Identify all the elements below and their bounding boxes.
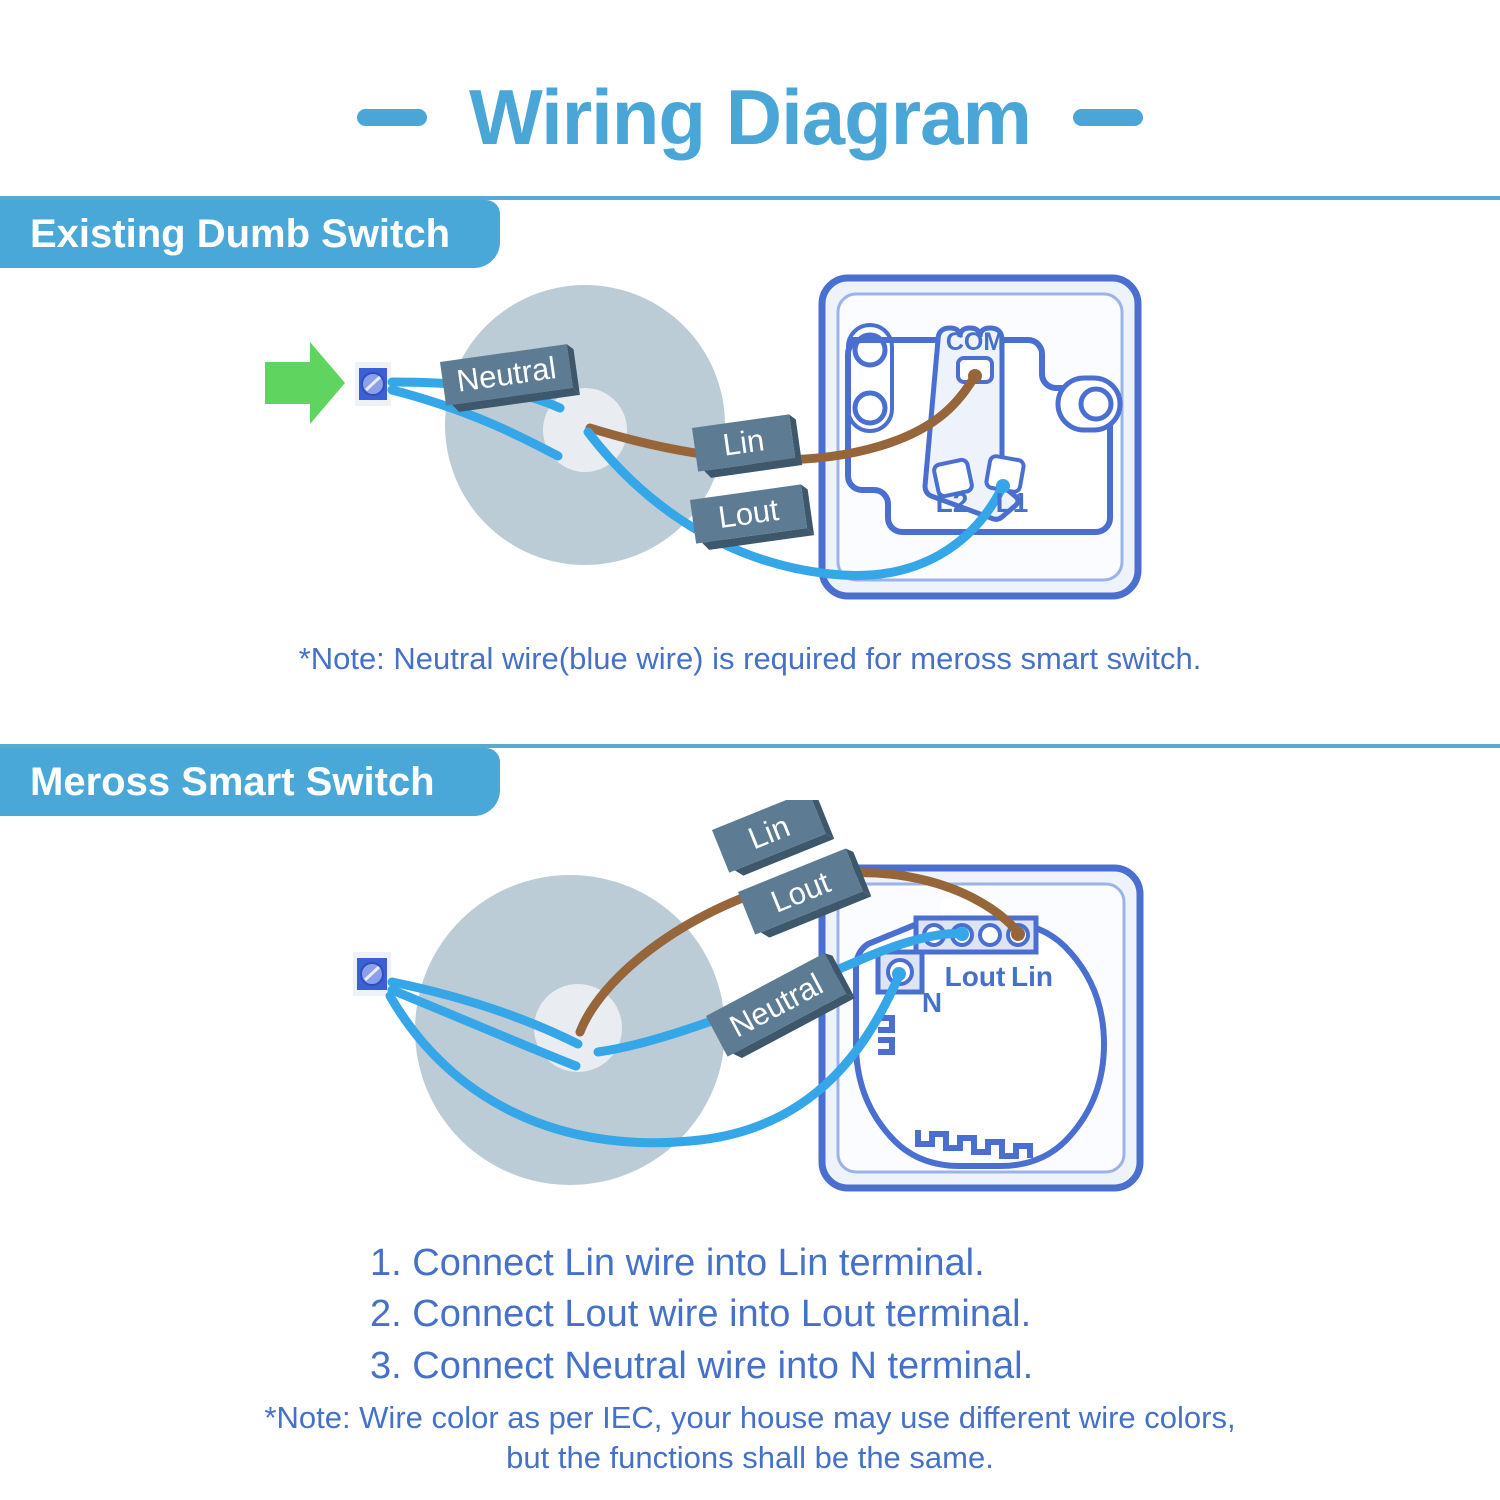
wire-neutral-stub-a — [387, 977, 583, 1049]
wire-end-com — [968, 369, 982, 383]
step-item-2: 2. Connect Lout wire into Lout terminal. — [370, 1293, 1032, 1336]
wire-connector-terminal — [355, 362, 391, 406]
section-divider-1 — [0, 196, 1500, 200]
section-banner-existing-dumb-switch: Existing Dumb Switch — [0, 200, 500, 268]
wire-end-lout — [955, 927, 969, 941]
wire-tag-lin-2: Lin — [712, 800, 835, 876]
step-item-1: 1. Connect Lin wire into Lin terminal. — [370, 1242, 985, 1284]
terminal-label-lout-2: Lout — [945, 961, 1006, 992]
wire-neutral-stub-b — [387, 985, 581, 1071]
wire-end-n — [892, 967, 906, 981]
diagram-meross-smart-switch: Lout Lin N Lin Lout Neutral — [0, 800, 1500, 1230]
wire-lout-blue — [583, 427, 1008, 580]
section-divider-2 — [0, 744, 1500, 748]
wire-lin-brown — [585, 371, 980, 465]
section-banner-label-1: Existing Dumb Switch — [30, 212, 451, 256]
svg-text:Lout: Lout — [716, 492, 781, 535]
terminal-label-l1: L1 — [996, 487, 1029, 518]
note-neutral-required: *Note: Neutral wire(blue wire) is requir… — [298, 641, 1202, 676]
terminal-block-lout-lin — [913, 915, 1039, 955]
svg-text:Lin: Lin — [721, 422, 767, 462]
title-dash-left — [357, 108, 428, 126]
terminal-label-lin-2: Lin — [1011, 961, 1053, 992]
wire-connector-terminal-2 — [353, 952, 391, 996]
step-item-3: 3. Connect Neutral wire into N terminal. — [370, 1344, 1034, 1387]
diagram-existing-dumb-switch: COM L2 L1 Neutral Lin Lout — [0, 250, 1500, 630]
wire-neutral-blue-b — [387, 385, 563, 461]
wire-end-l1 — [996, 479, 1010, 493]
page-title-row: Wiring Diagram — [0, 62, 1500, 172]
terminal-label-n: N — [922, 987, 942, 1018]
note-line-1: *Note: Wire color as per IEC, your house… — [264, 1400, 1236, 1435]
wire-tag-lin: Lin — [692, 414, 803, 478]
mounting-hole-right — [1055, 375, 1123, 433]
title-dash-right — [1072, 108, 1143, 126]
green-right-arrow-icon — [265, 342, 345, 424]
connection-steps-list: 1. Connect Lin wire into Lin terminal. 2… — [370, 1238, 1033, 1392]
terminal-hole-3 — [978, 923, 1002, 947]
wire-tag-lout: Lout — [690, 484, 815, 550]
wire-end-lin — [1011, 927, 1025, 941]
mounting-slot-left — [846, 323, 894, 433]
page-title: Wiring Diagram — [469, 73, 1032, 161]
wire-neutral-blue-2 — [385, 973, 903, 1148]
terminal-label-com: COM — [946, 328, 1004, 356]
note-line-2: but the functions shall be the same. — [506, 1440, 994, 1476]
note-wire-color-iec: *Note: Wire color as per IEC, your house… — [0, 1398, 1500, 1479]
terminal-l2-pad — [932, 457, 974, 499]
terminal-label-l2: L2 — [936, 487, 969, 518]
wire-tag-neutral: Neutral — [440, 344, 580, 412]
section-banner-meross-smart-switch: Meross Smart Switch — [0, 748, 500, 816]
section-banner-label-2: Meross Smart Switch — [30, 760, 435, 804]
